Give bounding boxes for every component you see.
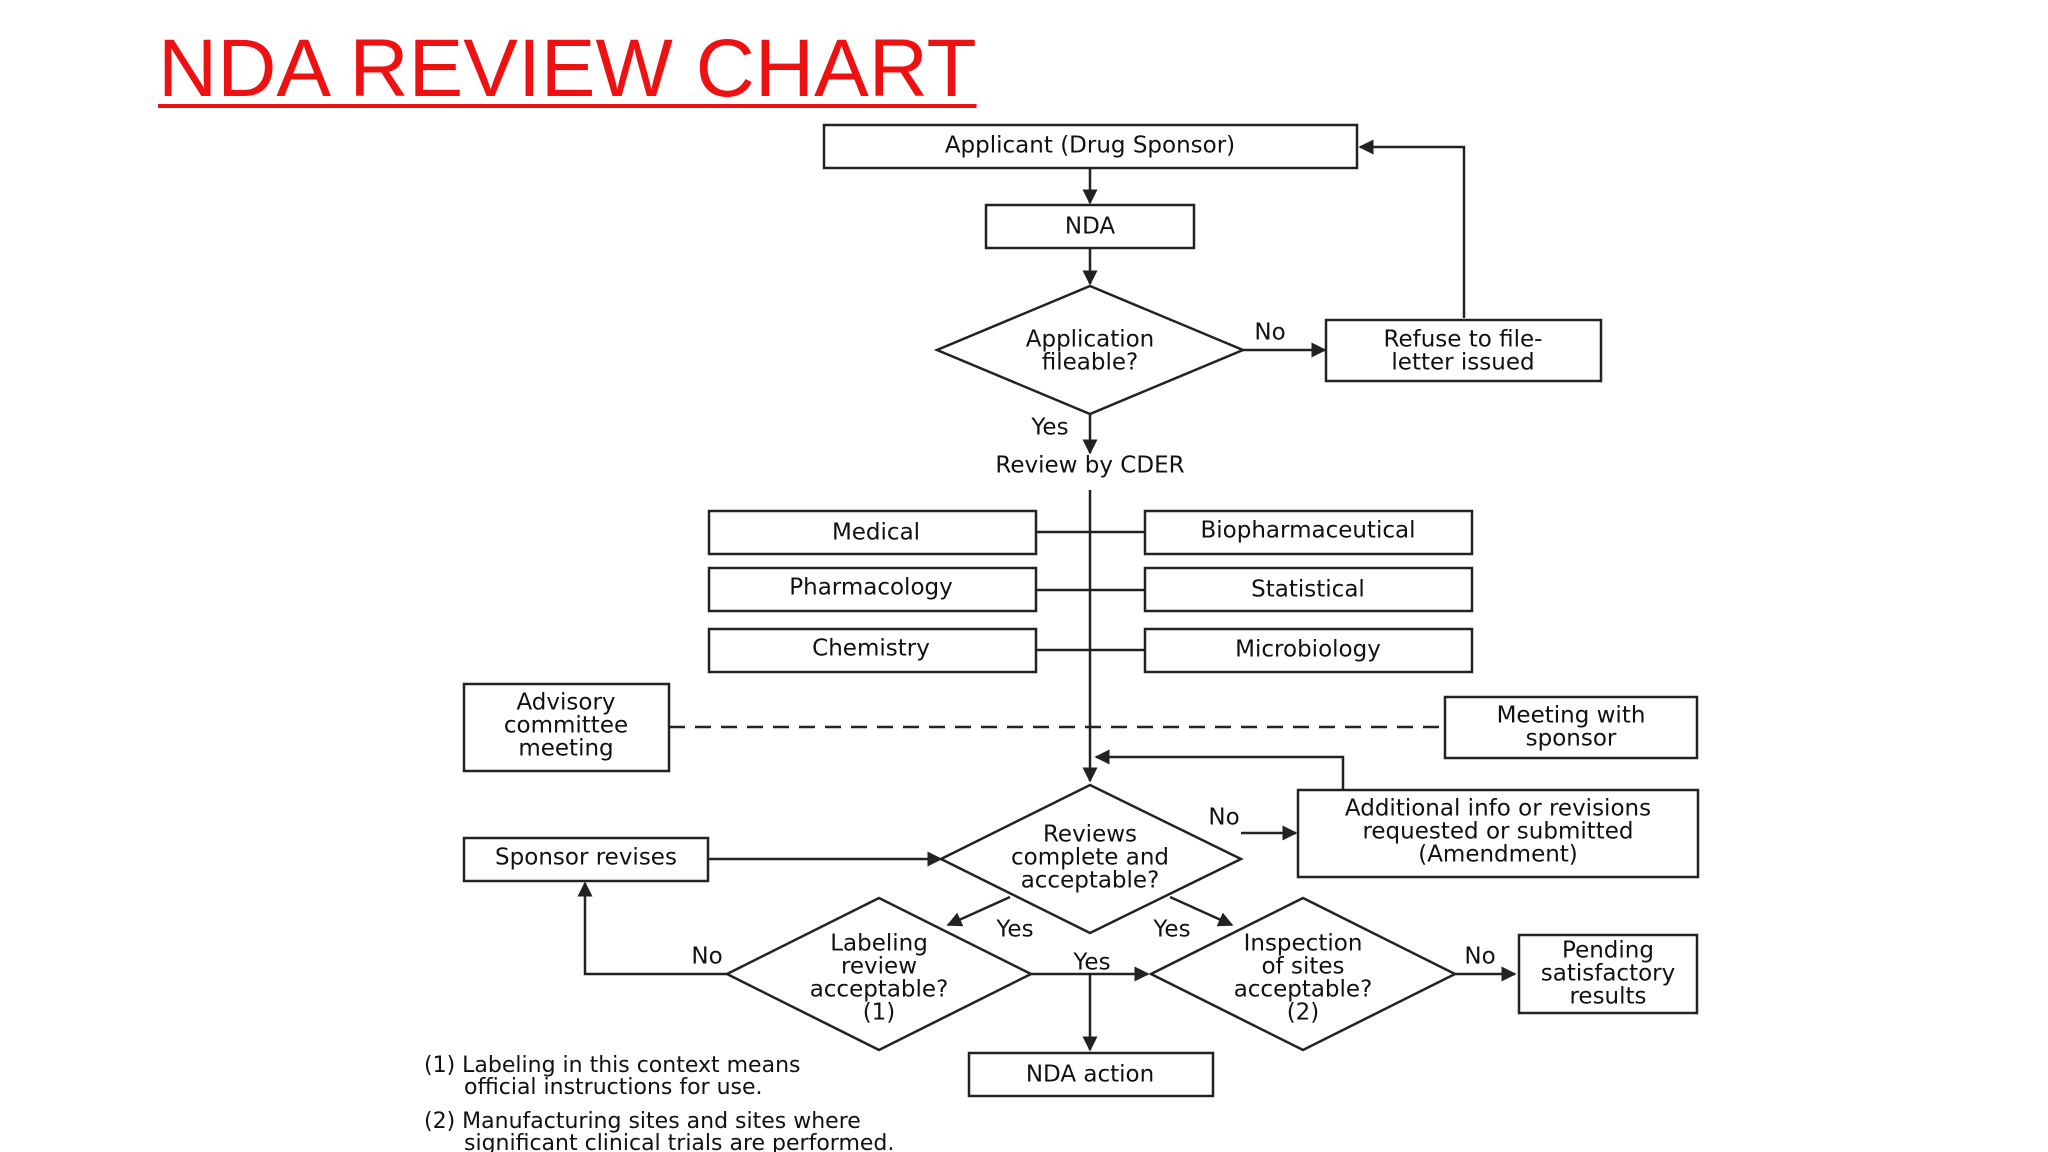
node-label-line: acceptable? xyxy=(810,977,949,1003)
edge-label-fileable-yes: Yes xyxy=(1030,415,1068,441)
node-label: Microbiology xyxy=(1235,637,1381,663)
node-sponsor-revises: Sponsor revises xyxy=(462,836,710,883)
node-label-line: requested or submitted xyxy=(1362,819,1633,845)
node-label-line: (Amendment) xyxy=(1418,842,1578,868)
node-label-line: complete and xyxy=(1011,845,1169,871)
decision-inspection-of-sites: Inspection of sites acceptable? (2) xyxy=(1148,896,1458,1052)
node-chemistry: Chemistry xyxy=(707,627,1038,674)
arrow-additional-to-trunk xyxy=(1094,749,1345,790)
page-title: NDA REVIEW CHART xyxy=(158,23,977,114)
node-label-line: of sites xyxy=(1261,954,1344,980)
node-meeting-with-sponsor: Meeting with sponsor xyxy=(1443,695,1699,760)
node-label-line: acceptable? xyxy=(1021,868,1160,894)
footnote-2-line-2: significant clinical trials are performe… xyxy=(464,1131,894,1152)
edge-label-reviews-yes-left: Yes xyxy=(995,917,1033,943)
node-label-line: Additional info or revisions xyxy=(1345,796,1651,822)
node-label-line: Meeting with xyxy=(1497,703,1646,729)
node-label-line: sponsor xyxy=(1526,726,1617,752)
node-additional-info: Additional info or revisions requested o… xyxy=(1296,788,1700,879)
node-pending-results: Pending satisfactory results xyxy=(1517,933,1699,1015)
node-label-line: Application xyxy=(1026,327,1155,353)
review-by-cder-label: Review by CDER xyxy=(995,453,1184,479)
node-label: Sponsor revises xyxy=(495,845,677,871)
node-label-line: fileable? xyxy=(1042,350,1138,376)
node-label: NDA action xyxy=(1026,1062,1154,1088)
node-statistical: Statistical xyxy=(1143,566,1474,613)
connectors xyxy=(577,139,1517,1052)
node-label: Pharmacology xyxy=(789,575,952,601)
node-label-line: Refuse to file- xyxy=(1384,327,1543,353)
node-advisory-committee: Advisory committee meeting xyxy=(462,682,671,773)
node-label-line: Labeling xyxy=(830,931,928,957)
footnote-2-line-1: (2) Manufacturing sites and sites where xyxy=(424,1109,861,1134)
edge-label-reviews-yes-right: Yes xyxy=(1152,917,1190,943)
edge-labels: No Yes No Yes Yes No Yes No xyxy=(691,320,1495,976)
arrow-reviews-to-labeling xyxy=(946,895,1011,927)
arrow-reviews-to-inspection xyxy=(1169,895,1234,927)
decision-reviews-complete: Reviews complete and acceptable? xyxy=(938,783,1244,935)
node-label-line: letter issued xyxy=(1391,350,1534,376)
node-label-line: review xyxy=(841,954,917,980)
footnotes: (1) Labeling in this context means offic… xyxy=(424,1053,894,1152)
node-biopharmaceutical: Biopharmaceutical xyxy=(1143,509,1474,556)
node-label-line: meeting xyxy=(518,736,613,762)
arrow-labeling-to-sponsor xyxy=(577,881,727,976)
node-label-line: (1) xyxy=(863,1000,896,1026)
node-label-line: (2) xyxy=(1287,1000,1320,1026)
footnote-1-line-2: official instructions for use. xyxy=(464,1075,763,1100)
node-label-line: results xyxy=(1569,984,1646,1010)
decision-fileable: Application fileable? xyxy=(933,284,1247,416)
node-label: Applicant (Drug Sponsor) xyxy=(945,133,1235,159)
node-label-line: Inspection xyxy=(1244,931,1363,957)
arrow-refuse-to-applicant xyxy=(1358,139,1466,318)
node-nda-action: NDA action xyxy=(967,1051,1215,1098)
node-label-line: Reviews xyxy=(1043,822,1137,848)
edge-label-fileable-no: No xyxy=(1254,320,1285,346)
edge-label-labeling-yes: Yes xyxy=(1072,950,1110,976)
node-applicant: Applicant (Drug Sponsor) xyxy=(822,123,1359,170)
node-medical: Medical xyxy=(707,509,1038,556)
node-label: NDA xyxy=(1065,214,1116,240)
node-label: Chemistry xyxy=(812,636,930,662)
node-label-line: committee xyxy=(504,713,628,739)
node-microbiology: Microbiology xyxy=(1143,627,1474,674)
node-label-line: Advisory xyxy=(516,690,615,716)
node-pharmacology: Pharmacology xyxy=(707,566,1038,613)
decision-labeling-review: Labeling review acceptable? (1) xyxy=(724,896,1034,1052)
edge-label-inspection-no: No xyxy=(1464,944,1495,970)
node-label-line: satisfactory xyxy=(1541,961,1675,987)
node-label-line: Pending xyxy=(1562,938,1654,964)
node-label: Medical xyxy=(832,520,920,546)
edge-label-reviews-no: No xyxy=(1208,805,1239,831)
node-label: Statistical xyxy=(1251,577,1365,603)
node-refuse: Refuse to file- letter issued xyxy=(1324,318,1603,383)
node-nda: NDA xyxy=(984,203,1196,250)
footnote-1-line-1: (1) Labeling in this context means xyxy=(424,1053,800,1078)
edge-label-labeling-no: No xyxy=(691,944,722,970)
node-label-line: acceptable? xyxy=(1234,977,1373,1003)
node-label: Biopharmaceutical xyxy=(1201,518,1416,544)
